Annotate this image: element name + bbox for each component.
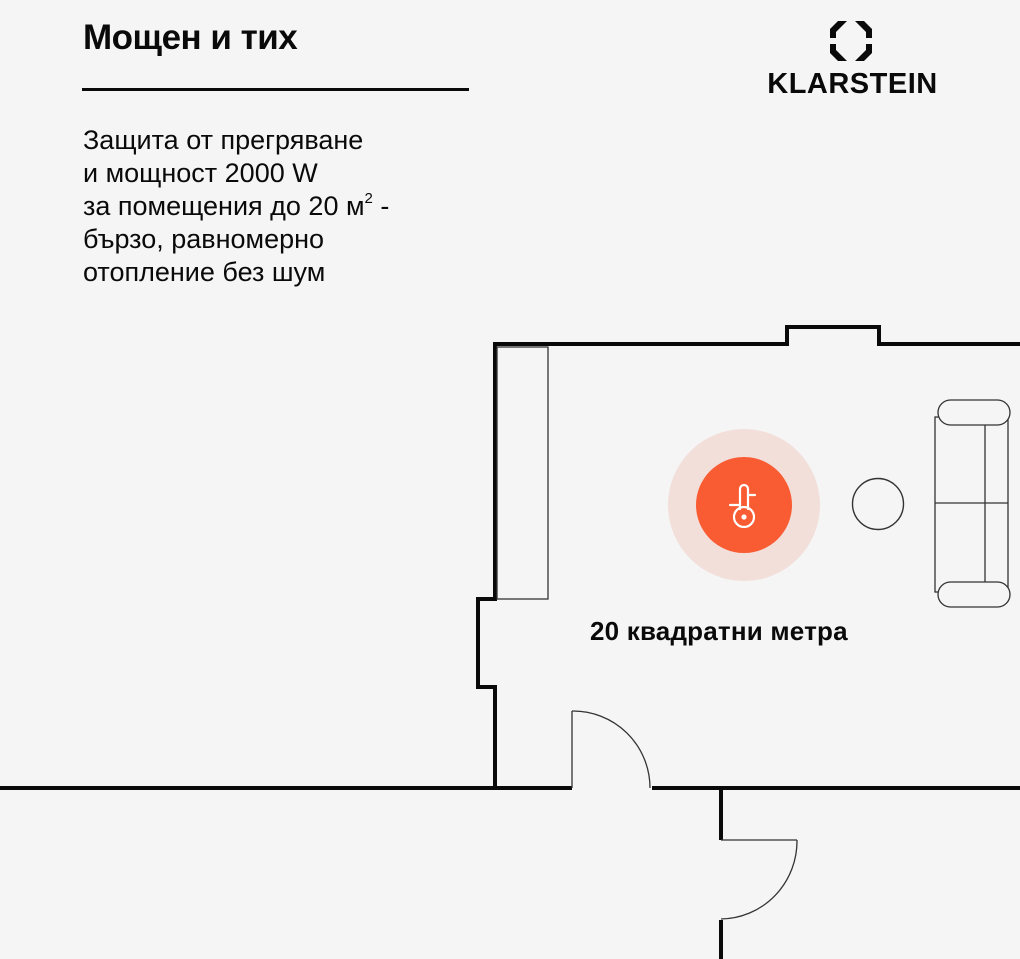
door-hallway xyxy=(720,839,798,920)
title-divider xyxy=(82,88,469,91)
thermometer-icon xyxy=(728,483,757,529)
heater-core xyxy=(696,457,792,553)
description-line-3-suffix: - xyxy=(372,191,390,221)
closet xyxy=(496,346,549,600)
page-title: Мощен и тих xyxy=(83,18,298,57)
description-line-1: Защита от прегряване xyxy=(83,125,364,155)
sofa xyxy=(934,399,1011,608)
walls xyxy=(0,325,1020,959)
room-outer-wall xyxy=(476,325,1020,788)
round-table xyxy=(851,477,905,531)
klarstein-octagon-icon xyxy=(830,21,872,61)
room-area-label: 20 квадратни метра xyxy=(590,616,848,646)
brand-name: KLARSTEIN xyxy=(767,68,938,100)
description-line-4: бързо, равномерно xyxy=(83,224,325,254)
feature-description: Защита от прегряване и мощност 2000 W за… xyxy=(83,124,389,289)
brand-logo: KLARSTEIN xyxy=(760,18,945,102)
door-room xyxy=(571,710,651,789)
description-line-3: за помещения до 20 м2 - xyxy=(83,190,389,223)
superscript-two: 2 xyxy=(364,190,373,207)
description-line-3-text: за помещения до 20 м xyxy=(83,191,365,221)
description-line-2: и мощност 2000 W xyxy=(83,158,318,188)
heater xyxy=(668,429,820,581)
description-line-5: отопление без шум xyxy=(83,257,326,287)
